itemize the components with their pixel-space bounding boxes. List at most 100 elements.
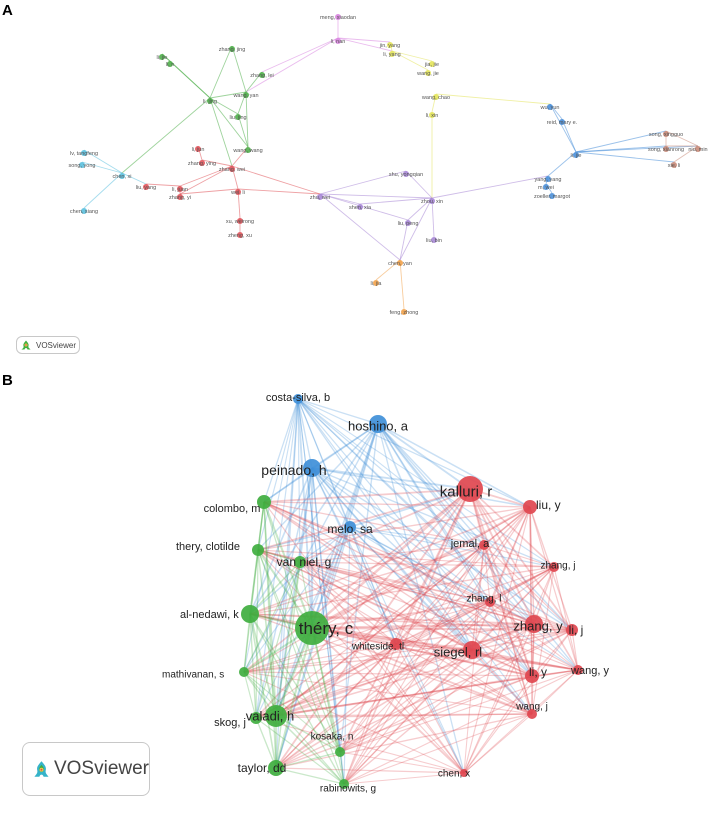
node-a-46[interactable]: [373, 280, 379, 286]
edge-b-150: [489, 601, 579, 671]
node-b-17[interactable]: [257, 495, 271, 509]
node-b-6[interactable]: [479, 540, 489, 550]
edge-b-130: [343, 544, 485, 785]
node-b-10[interactable]: [525, 615, 543, 633]
node-a-20[interactable]: [177, 186, 183, 192]
node-b-23[interactable]: [250, 712, 262, 724]
node-a-2[interactable]: [387, 42, 393, 48]
node-a-11[interactable]: [259, 72, 265, 78]
node-b-27[interactable]: [339, 779, 349, 789]
node-a-18[interactable]: [229, 166, 235, 172]
edge-a-46: [319, 193, 409, 221]
node-a-4[interactable]: [429, 61, 435, 67]
label-a-35: song, xingguo: [649, 132, 683, 138]
node-a-21[interactable]: [177, 194, 183, 200]
node-b-22[interactable]: [239, 667, 249, 677]
node-b-25[interactable]: [335, 747, 345, 757]
node-a-36[interactable]: [663, 146, 669, 152]
edge-a-56: [575, 130, 667, 153]
node-b-16[interactable]: [460, 769, 468, 777]
node-a-23[interactable]: [237, 218, 243, 224]
node-b-12[interactable]: [463, 641, 481, 659]
node-a-15[interactable]: [245, 147, 251, 153]
node-b-15[interactable]: [527, 709, 537, 719]
edge-b-42: [311, 467, 351, 528]
node-b-11[interactable]: [390, 638, 402, 650]
node-b-4[interactable]: [457, 476, 483, 502]
node-a-24[interactable]: [237, 232, 243, 238]
node-b-7[interactable]: [549, 562, 559, 572]
node-a-32[interactable]: [545, 176, 551, 182]
label-a-14: liu, jing: [229, 115, 246, 121]
edge-b-244: [299, 561, 465, 774]
edge-b-172: [339, 629, 573, 753]
node-a-12[interactable]: [243, 92, 249, 98]
node-a-1[interactable]: [335, 38, 341, 44]
node-b-0[interactable]: [293, 394, 303, 404]
node-b-18[interactable]: [252, 544, 264, 556]
node-a-41[interactable]: [357, 204, 363, 210]
node-a-34[interactable]: [549, 193, 555, 199]
node-b-9[interactable]: [566, 624, 578, 636]
vosviewer-brand-b: VOSviewer: [53, 758, 149, 779]
edge-a-23: [201, 159, 233, 167]
node-b-3[interactable]: [344, 521, 356, 533]
node-b-14[interactable]: [573, 665, 583, 675]
label-a-34: zoeller, margot: [534, 194, 571, 200]
edge-b-220: [339, 675, 533, 753]
node-a-19[interactable]: [143, 184, 149, 190]
node-a-7[interactable]: [429, 112, 435, 118]
node-a-31[interactable]: [573, 152, 579, 158]
edge-b-274: [249, 613, 277, 717]
node-b-19[interactable]: [294, 556, 306, 568]
node-a-25[interactable]: [81, 150, 87, 156]
node-a-10[interactable]: [229, 46, 235, 52]
node-a-29[interactable]: [547, 104, 553, 110]
label-a-20: li, juan: [172, 187, 188, 193]
node-a-40[interactable]: [317, 194, 323, 200]
node-b-5[interactable]: [523, 500, 537, 514]
edge-a-44: [407, 197, 433, 221]
node-a-17[interactable]: [199, 160, 205, 166]
node-a-0[interactable]: [335, 14, 341, 20]
edge-b-90: [299, 488, 471, 563]
node-a-13[interactable]: [207, 98, 213, 104]
edges-b: [243, 398, 579, 785]
node-a-35[interactable]: [663, 131, 669, 137]
node-a-37[interactable]: [695, 146, 701, 152]
node-a-28[interactable]: [81, 208, 87, 214]
node-a-39[interactable]: [403, 171, 409, 177]
edge-b-27: [377, 423, 491, 603]
node-a-30[interactable]: [559, 119, 565, 125]
node-b-20[interactable]: [241, 605, 259, 623]
node-a-44[interactable]: [431, 237, 437, 243]
node-a-33[interactable]: [543, 184, 549, 190]
node-a-8[interactable]: [159, 54, 165, 60]
node-b-2[interactable]: [303, 459, 321, 477]
node-b-13[interactable]: [525, 669, 539, 683]
node-b-1[interactable]: [369, 415, 387, 433]
node-a-3[interactable]: [389, 51, 395, 57]
label-a-3: li, yang: [383, 52, 400, 58]
node-a-14[interactable]: [235, 114, 241, 120]
node-a-22[interactable]: [235, 189, 241, 195]
edge-b-152: [263, 501, 491, 603]
node-b-24[interactable]: [265, 705, 287, 727]
edge-b-92: [243, 488, 471, 673]
node-a-6[interactable]: [433, 94, 439, 100]
node-a-27[interactable]: [119, 173, 125, 179]
node-a-38[interactable]: [671, 162, 677, 168]
node-b-21[interactable]: [295, 611, 329, 645]
node-a-43[interactable]: [405, 220, 411, 226]
node-a-45[interactable]: [397, 260, 403, 266]
node-a-16[interactable]: [195, 146, 201, 152]
node-a-47[interactable]: [401, 309, 407, 315]
node-b-26[interactable]: [268, 760, 284, 776]
node-a-26[interactable]: [79, 162, 85, 168]
node-a-9[interactable]: [167, 61, 173, 67]
node-b-8[interactable]: [485, 597, 495, 607]
node-a-42[interactable]: [429, 198, 435, 204]
node-a-5[interactable]: [425, 70, 431, 76]
label-a-22: wei, li: [230, 190, 245, 196]
edge-a-16: [209, 97, 239, 115]
